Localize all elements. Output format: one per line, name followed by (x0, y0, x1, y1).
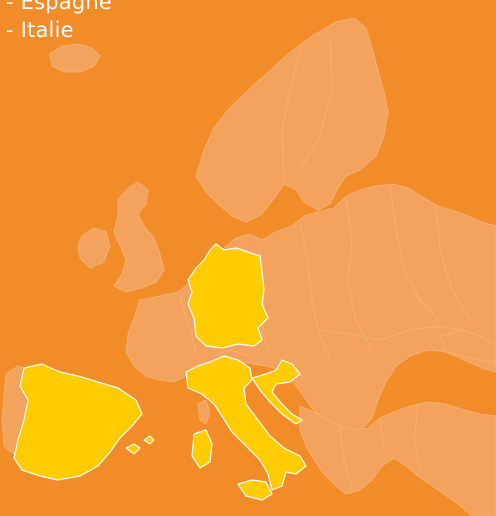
britain-region (113, 181, 165, 293)
corsica-region (197, 399, 211, 425)
iceland-region (49, 43, 101, 73)
scandinavia-borders (281, 39, 333, 185)
balkans-borders (339, 403, 421, 489)
scandinavia-region (195, 17, 389, 223)
country-legend: - Espagne - Italie (6, 0, 112, 44)
legend-item-italie: - Italie (6, 18, 74, 42)
legend-item-espagne: - Espagne (6, 0, 113, 14)
balkans-region (299, 401, 496, 516)
croatia-highlight (251, 359, 303, 425)
sardinia-highlight (191, 429, 213, 469)
germany-highlight (187, 243, 269, 349)
turkey-edge-region (439, 329, 496, 363)
balearic-islands-highlight (125, 435, 155, 455)
spain-highlight (13, 363, 143, 481)
italy-highlight (185, 355, 307, 491)
sicily-highlight (237, 479, 273, 501)
mainland-europe-region (125, 183, 496, 437)
ireland-region (77, 227, 111, 269)
